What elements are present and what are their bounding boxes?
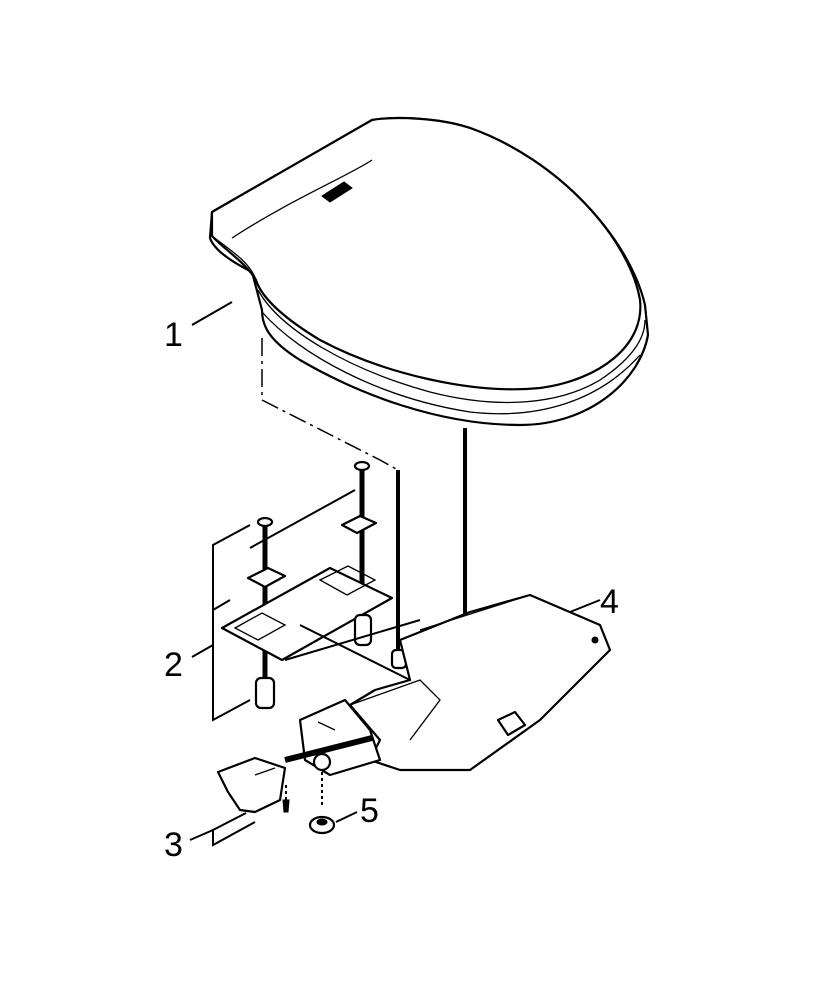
part-1-seat-lid xyxy=(208,117,650,615)
grohe-logo xyxy=(321,181,353,203)
leader-3 xyxy=(189,829,214,841)
leader-2 xyxy=(191,644,214,658)
leader-5 xyxy=(335,811,358,823)
alignment-line xyxy=(261,338,399,471)
leader-1 xyxy=(191,301,233,326)
callout-4: 4 xyxy=(600,583,619,621)
callout-3: 3 xyxy=(164,826,183,864)
part-2-fixing-set xyxy=(212,460,431,722)
part-5-buffer xyxy=(308,752,336,835)
leader-4 xyxy=(569,599,601,613)
part-3-actuator xyxy=(212,735,373,847)
callout-2: 2 xyxy=(164,646,183,684)
callout-5: 5 xyxy=(360,792,379,830)
callout-1: 1 xyxy=(164,316,183,354)
